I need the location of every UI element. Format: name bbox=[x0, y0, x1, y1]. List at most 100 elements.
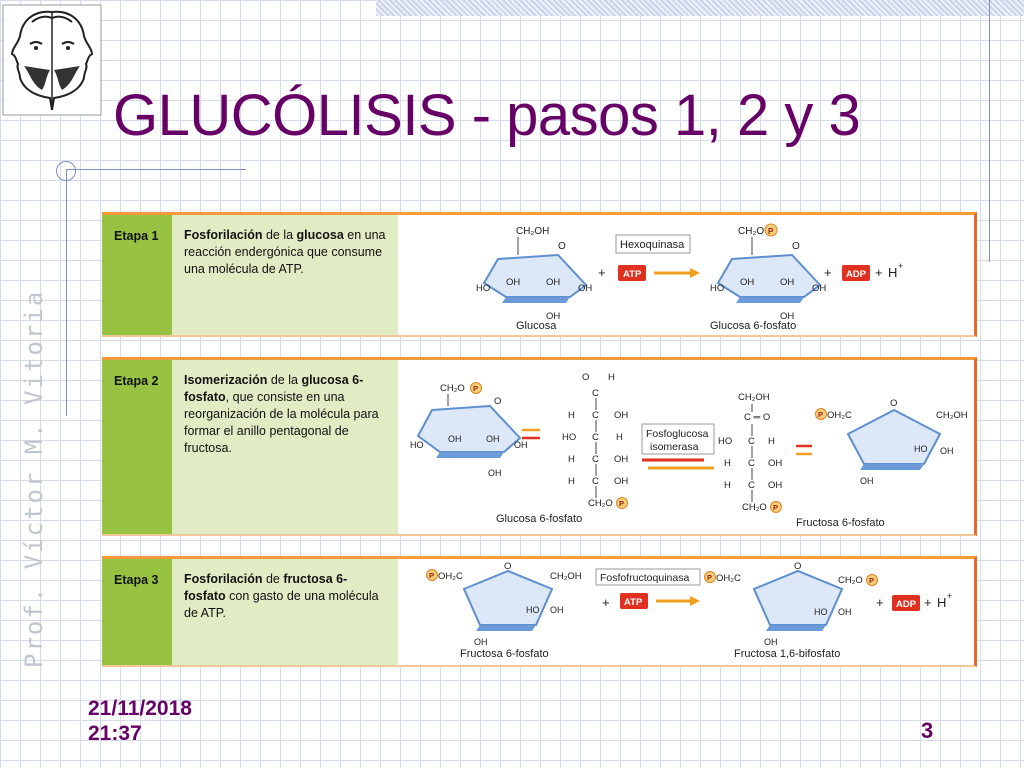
stage-3-description: Fosforilación de fructosa 6-fosfato con … bbox=[172, 559, 398, 665]
glucose-6-phosphate-molecule: CH₂O P O OH OH HO OH OH Glucosa 6-fosfat… bbox=[710, 223, 826, 332]
svg-text:C ═ O: C ═ O bbox=[744, 412, 770, 423]
open-chain-glucose: O H C H C OH HO C H H C OH H C OH CH₂O P bbox=[562, 372, 628, 509]
svg-text:O: O bbox=[794, 561, 801, 572]
substrate-label: Glucosa bbox=[516, 320, 557, 332]
svg-text:CH₂O: CH₂O bbox=[742, 502, 767, 513]
svg-text:OH: OH bbox=[780, 311, 794, 322]
slide-title: GLUCÓLISIS - pasos 1, 2 y 3 bbox=[113, 83, 861, 148]
svg-text:C: C bbox=[592, 410, 599, 421]
svg-text:H: H bbox=[616, 432, 623, 443]
janus-logo-icon bbox=[2, 4, 102, 116]
svg-text:HO: HO bbox=[814, 607, 828, 617]
svg-text:+: + bbox=[898, 261, 903, 271]
svg-text:P: P bbox=[429, 571, 434, 580]
adp-badge: ADP bbox=[896, 599, 917, 610]
svg-text:OH: OH bbox=[550, 605, 564, 615]
svg-text:H: H bbox=[608, 372, 615, 383]
svg-text:+: + bbox=[876, 595, 884, 610]
svg-text:H: H bbox=[888, 265, 897, 280]
svg-text:P: P bbox=[473, 384, 478, 393]
adp-badge: ADP bbox=[846, 269, 867, 280]
svg-text:P: P bbox=[768, 227, 774, 236]
glucose-6-phosphate-molecule: CH₂O P O OH OH HO OH OH Glucosa 6-fosfat… bbox=[410, 382, 582, 525]
svg-text:C: C bbox=[592, 476, 599, 487]
svg-text:OH: OH bbox=[488, 468, 502, 478]
svg-text:OH: OH bbox=[506, 277, 520, 288]
svg-text:HO: HO bbox=[718, 436, 732, 447]
svg-text:OH: OH bbox=[486, 434, 500, 444]
product-label: Fructosa 6-fosfato bbox=[796, 517, 885, 529]
svg-text:H: H bbox=[568, 476, 575, 487]
stage-1-reaction-diagram: CH₂OH O OH OH HO OH OH Glucosa + Hexoqui… bbox=[476, 223, 903, 332]
substrate-label: Glucosa 6-fosfato bbox=[496, 513, 582, 525]
svg-text:OH₂C: OH₂C bbox=[716, 573, 741, 584]
svg-text:+: + bbox=[598, 265, 606, 280]
fructose-6-phosphate-molecule: P OH₂C O CH₂OH HO OH OH Fructosa 6-fosfa… bbox=[796, 398, 968, 529]
svg-text:H: H bbox=[937, 595, 946, 610]
atp-badge: ATP bbox=[624, 597, 643, 608]
svg-text:P: P bbox=[619, 499, 624, 508]
svg-text:CH₂O: CH₂O bbox=[588, 498, 613, 509]
svg-text:O: O bbox=[504, 561, 511, 572]
atp-badge: ATP bbox=[623, 269, 642, 280]
enzyme-fosfoglucosa: Fosfoglucosa bbox=[646, 428, 709, 440]
svg-text:C: C bbox=[592, 432, 599, 443]
svg-text:OH: OH bbox=[546, 311, 560, 322]
svg-text:OH: OH bbox=[940, 446, 954, 456]
svg-text:OH: OH bbox=[780, 277, 794, 288]
svg-text:P: P bbox=[818, 410, 823, 419]
svg-text:OH: OH bbox=[514, 440, 528, 450]
svg-text:OH: OH bbox=[768, 480, 782, 491]
svg-text:H: H bbox=[724, 480, 731, 491]
svg-text:CH₂OH: CH₂OH bbox=[738, 392, 770, 403]
svg-text:HO: HO bbox=[562, 432, 576, 443]
stage-2-panel: Etapa 2 Isomerización de la glucosa 6-fo… bbox=[102, 357, 977, 536]
svg-text:O: O bbox=[582, 372, 589, 383]
svg-text:OH₂C: OH₂C bbox=[827, 410, 852, 421]
svg-text:+: + bbox=[824, 265, 832, 280]
stage-3-reaction-diagram: P OH₂C O CH₂OH HO OH OH Fructosa 6-fosfa… bbox=[426, 561, 952, 660]
enzyme-fosfofructoquinasa: Fosfofructoquinasa bbox=[600, 572, 689, 584]
slide-time: 21:37 bbox=[88, 722, 142, 745]
stage-1-description: Fosforilación de la glucosa en una reacc… bbox=[172, 215, 398, 335]
svg-text:OH: OH bbox=[740, 277, 754, 288]
enzyme-hexoquinasa: Hexoquinasa bbox=[620, 239, 685, 251]
svg-text:+: + bbox=[947, 591, 952, 601]
svg-text:CH₂O: CH₂O bbox=[440, 383, 465, 394]
top-decorative-band bbox=[376, 0, 1024, 16]
svg-text:OH: OH bbox=[860, 476, 874, 486]
svg-text:H: H bbox=[768, 436, 775, 447]
product-label: Glucosa 6-fosfato bbox=[710, 320, 796, 332]
fructose-1-6-bisphosphate-molecule: P OH₂C O CH₂O P HO OH OH Fructosa 1,6-bi… bbox=[704, 561, 878, 660]
svg-text:H: H bbox=[724, 458, 731, 469]
svg-text:HO: HO bbox=[914, 444, 928, 454]
svg-text:OH: OH bbox=[448, 434, 462, 444]
svg-text:CH₂O: CH₂O bbox=[838, 575, 863, 586]
title-underline bbox=[66, 169, 246, 170]
svg-text:+: + bbox=[602, 595, 610, 610]
fructose-6-phosphate-molecule: P OH₂C O CH₂OH HO OH OH Fructosa 6-fosfa… bbox=[426, 561, 582, 660]
svg-text:+: + bbox=[924, 595, 932, 610]
svg-text:OH: OH bbox=[474, 637, 488, 647]
glucose-molecule: CH₂OH O OH OH HO OH OH Glucosa bbox=[476, 226, 592, 332]
substrate-label: Fructosa 6-fosfato bbox=[460, 648, 549, 660]
svg-text:O: O bbox=[558, 241, 566, 252]
svg-text:CH₂OH: CH₂OH bbox=[936, 410, 968, 421]
stage-1-label: Etapa 1 bbox=[114, 229, 159, 243]
author-watermark: Prof. Víctor M. Vitoria bbox=[20, 289, 48, 668]
svg-text:CH₂OH: CH₂OH bbox=[516, 226, 549, 237]
svg-text:O: O bbox=[494, 396, 501, 407]
svg-text:CH₂OH: CH₂OH bbox=[550, 571, 582, 582]
svg-text:OH: OH bbox=[764, 637, 778, 647]
svg-text:HO: HO bbox=[476, 283, 490, 294]
svg-text:OH: OH bbox=[812, 283, 826, 294]
stage-1-panel: Etapa 1 Fosforilación de la glucosa en u… bbox=[102, 212, 977, 337]
svg-text:C: C bbox=[592, 388, 599, 399]
svg-text:isomerasa: isomerasa bbox=[650, 441, 699, 453]
svg-text:C: C bbox=[748, 436, 755, 447]
svg-text:OH₂C: OH₂C bbox=[438, 571, 463, 582]
decorative-circle-icon bbox=[56, 161, 76, 181]
stage-3-label: Etapa 3 bbox=[114, 573, 159, 587]
svg-text:H: H bbox=[568, 410, 575, 421]
svg-text:OH: OH bbox=[614, 454, 628, 465]
